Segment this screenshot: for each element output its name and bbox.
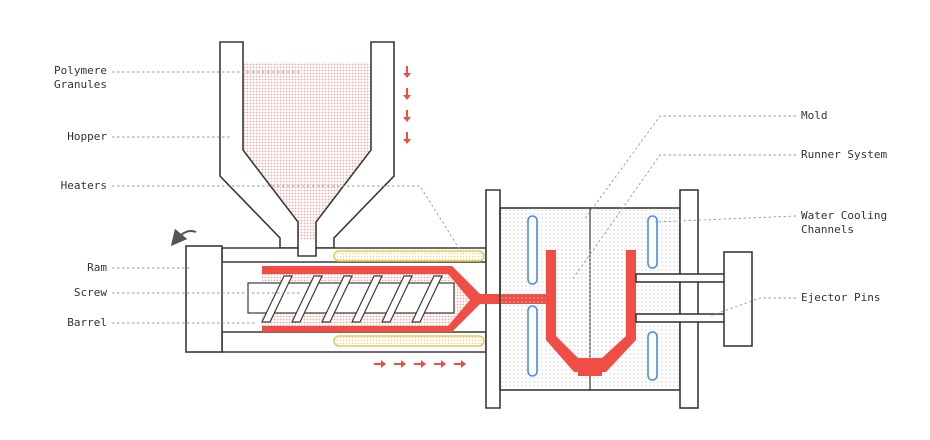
leader-lines — [112, 71, 797, 324]
screw — [247, 275, 455, 323]
polymer-granules — [243, 62, 371, 240]
mold-core — [556, 250, 626, 358]
curved-arrow-icon — [170, 228, 197, 247]
ram — [185, 245, 223, 353]
label-water-cooling: Water Cooling — [801, 209, 887, 222]
label-mold: Mold — [801, 109, 828, 122]
label-polymere: Polymere — [54, 64, 107, 77]
cooling-channels — [527, 215, 658, 381]
hopper — [219, 41, 395, 249]
label-granules: Granules — [54, 78, 107, 91]
label-runner-system: Runner System — [801, 148, 887, 161]
label-heaters: Heaters — [61, 179, 107, 192]
label-ram: Ram — [87, 261, 107, 274]
label-barrel: Barrel — [67, 316, 107, 329]
flow-arrows — [374, 360, 466, 368]
granule-fall-arrows — [403, 66, 411, 144]
ejector-pins — [635, 251, 753, 347]
label-channels: Channels — [801, 223, 854, 236]
label-hopper: Hopper — [67, 130, 107, 143]
label-screw: Screw — [74, 286, 107, 299]
nozzle-melt — [262, 266, 548, 332]
label-ejector-pins: Ejector Pins — [801, 291, 880, 304]
mold-cavity — [546, 250, 636, 376]
heaters — [333, 250, 485, 347]
